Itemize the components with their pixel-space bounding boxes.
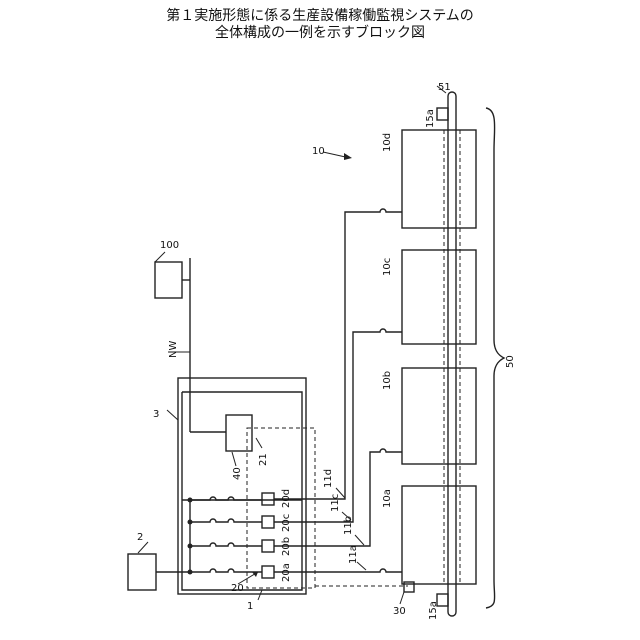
label-20b: 20b [281,537,292,556]
l30-leader [400,592,404,604]
label-15a-bottom: 15a [428,601,439,620]
label-30: 30 [393,606,406,617]
label-51: 51 [438,82,451,93]
brace-50 [486,108,504,608]
label-20a: 20a [281,563,292,582]
device-2-box [128,554,156,590]
label-11c: 11c [330,494,341,512]
controller-40-box [226,415,252,451]
apparatus-3-box [178,378,306,594]
l21-leader [256,438,262,448]
l2-leader [138,542,148,553]
label-100: 100 [160,240,179,251]
l3-leader [167,410,178,420]
l11b-leader [355,535,364,545]
label-20d: 20d [281,489,292,508]
equipment-10a-box [402,486,476,584]
line-11a [274,569,402,572]
rail-bottom-cap [448,612,456,616]
unit-20c-box [262,516,274,528]
equipment-10b-box [402,368,476,464]
label-2: 2 [137,532,143,543]
equipment-10c-box [402,250,476,344]
equipment-10d-box [402,130,476,228]
label-10d: 10d [382,133,393,152]
label-10: 10 [312,146,325,157]
line-to-20c [190,519,262,522]
label-10a: 10a [382,489,393,508]
label-10b: 10b [382,371,393,390]
label-11d: 11d [323,469,334,488]
label-15a-top: 15a [425,109,436,128]
sensor-15a-top [437,108,448,120]
line-11d [274,209,402,499]
label-nw: NW [168,341,179,358]
line-to-20a [156,569,262,572]
label-11a: 11a [348,545,359,564]
l40-leader [232,452,236,466]
unit-20b-box [262,540,274,552]
label-40: 40 [232,467,243,480]
label-3: 3 [153,409,159,420]
label-11b: 11b [343,516,354,535]
label-20c: 20c [281,514,292,532]
l1-leader [258,590,262,600]
label-10c: 10c [382,258,393,276]
label-50: 50 [505,355,516,368]
label-20: 20 [231,583,244,594]
label-21: 21 [258,453,269,466]
arrow-10-head [344,153,352,160]
line-to-20b [190,543,262,546]
label-1: 1 [247,601,253,612]
device-100-box [155,262,182,298]
unit-20a-box [262,566,274,578]
line-to-20d [190,497,262,500]
l100-leader [155,252,165,262]
unit-20d-box [262,493,274,505]
